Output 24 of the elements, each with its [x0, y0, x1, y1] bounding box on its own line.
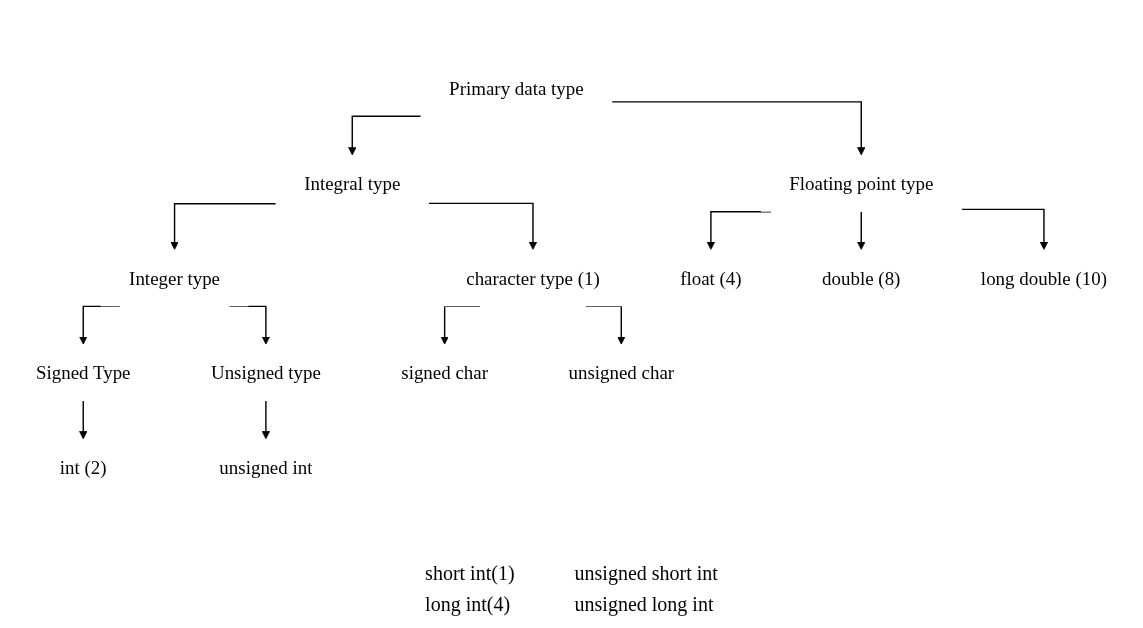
node-text: double (8) — [822, 267, 901, 289]
arrow — [428, 202, 538, 250]
node-text: signed char — [401, 362, 489, 384]
node-text: unsigned char — [568, 362, 675, 384]
arrow — [960, 208, 1049, 250]
type-label: unsigned short int — [574, 562, 718, 585]
arrow — [857, 211, 866, 250]
node-text: Unsigned type — [210, 362, 321, 384]
node-text: Primary data type — [449, 78, 584, 100]
arrow — [170, 203, 277, 250]
node-text: long double (10) — [980, 267, 1108, 289]
node-text: float (4) — [680, 267, 742, 289]
type-label: short int(1) — [425, 562, 515, 585]
type-label: long int(4) — [425, 593, 512, 616]
node-text: Signed Type — [35, 362, 131, 384]
arrow — [79, 400, 88, 440]
arrow — [261, 400, 271, 440]
type-label: unsigned long int — [574, 593, 715, 616]
node-text: Floating point type — [789, 172, 934, 194]
arrow — [348, 115, 422, 156]
node-text: unsigned int — [219, 456, 313, 478]
arrow — [611, 101, 866, 156]
node-text: Integral type — [304, 172, 401, 194]
node-text: int (2) — [59, 456, 107, 478]
